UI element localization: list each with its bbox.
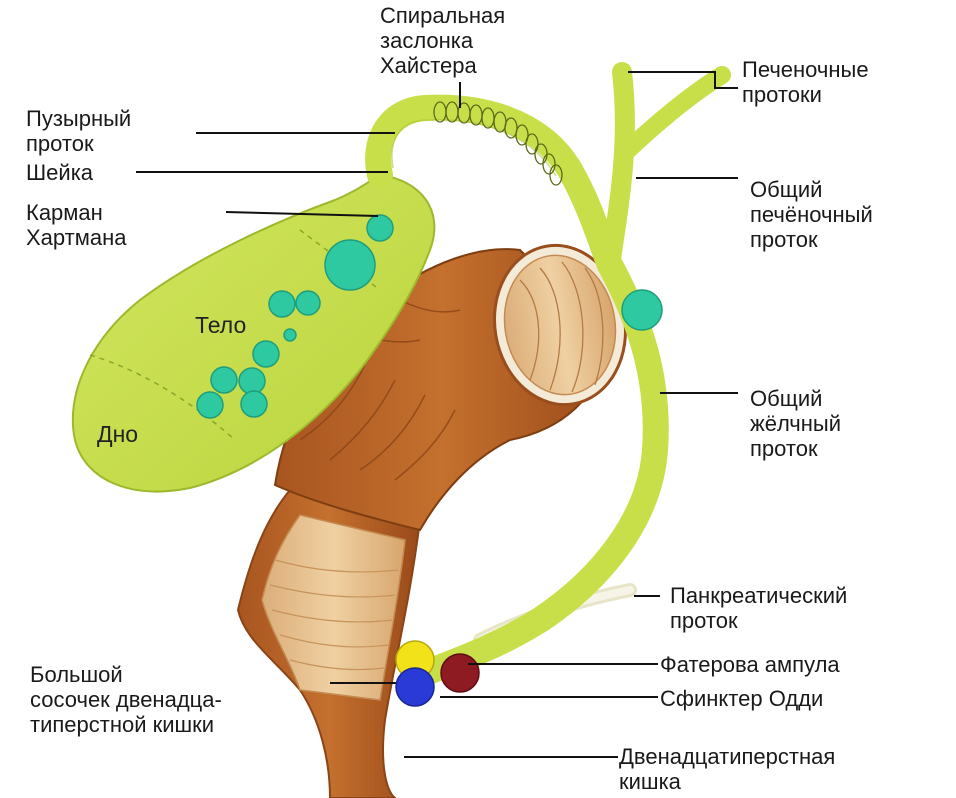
leader-lines [136,71,738,758]
label-hartmann-pouch: Карман Хартмана [26,200,127,250]
label-major-papilla: Большой сосочек двенадца- типерстной киш… [30,662,222,737]
label-body: Тело [195,312,247,338]
label-neck: Шейка [26,160,94,185]
heister-spiral-coils [433,101,563,186]
duct-outline [391,119,557,177]
label-duodenum: Двенадцатиперстная кишка [619,744,836,794]
label-vater-ampulla: Фатерова ампула [660,652,840,677]
label-pancreatic-duct: Панкреатический проток [670,583,848,633]
duodenum-lower [236,488,422,798]
bile-ducts [365,62,731,688]
label-oddi-sphincter: Сфинктер Одди [660,686,824,711]
label-cystic-duct: Пузырный проток [26,106,132,156]
label-heister-valve: Спиральная заслонка Хайстера [380,3,506,78]
label-common-hepatic-duct: Общий печёночный проток [750,177,873,252]
gallstones [196,214,663,419]
label-fundus: Дно [97,421,139,447]
duodenum-upper [273,243,628,532]
label-common-bile-duct: Общий жёлчный проток [750,386,842,461]
label-hepatic-ducts: Печеночные протоки [742,57,869,107]
